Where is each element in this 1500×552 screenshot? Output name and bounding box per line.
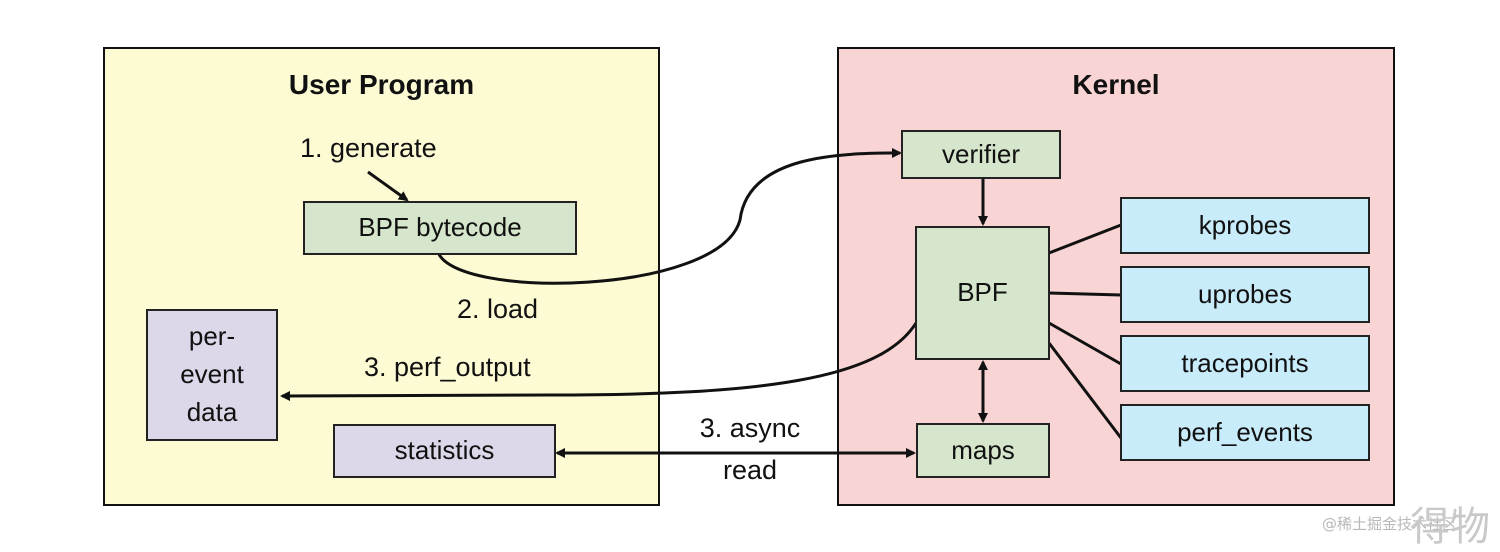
per-event-data-line-2: event xyxy=(180,359,244,390)
statistics-label: statistics xyxy=(394,435,495,466)
kprobes-label: kprobes xyxy=(1198,209,1292,240)
perf-events-label: perf_events xyxy=(1177,416,1313,447)
user-program-title: User Program xyxy=(288,69,475,100)
maps-box: maps xyxy=(916,423,1050,478)
generate-step-label: 1. generate xyxy=(300,133,437,163)
bpf-tracepoints-link xyxy=(1048,321,1122,366)
bpf-bytecode-label: BPF bytecode xyxy=(358,212,522,243)
bpf-perf-events-link xyxy=(1047,342,1123,439)
async-read-step-label-line-1: 3. async xyxy=(699,413,801,443)
load-arrow xyxy=(436,148,902,285)
load-step-label: 2. load xyxy=(457,294,539,324)
bpf-label: BPF xyxy=(957,277,1008,308)
watermark-overlay: 得物 xyxy=(1410,504,1490,550)
async-read-step-label-line-2: read xyxy=(722,455,778,485)
verifier-box: verifier xyxy=(901,130,1061,179)
bpf-kprobes-link xyxy=(1048,223,1122,255)
bpf-box: BPF xyxy=(915,226,1050,360)
perf-output-arrow xyxy=(280,322,918,401)
kprobes-box: kprobes xyxy=(1120,197,1370,254)
uprobes-label: uprobes xyxy=(1198,278,1292,309)
perf-events-box: perf_events xyxy=(1120,404,1370,461)
maps-label: maps xyxy=(951,434,1015,465)
watermark-text: @稀土掘金技术社区 xyxy=(1322,515,1458,533)
bpf-bytecode-box: BPF bytecode xyxy=(303,201,577,255)
verifier-label: verifier xyxy=(941,138,1020,169)
tracepoints-box: tracepoints xyxy=(1120,335,1370,392)
generate-arrow xyxy=(367,170,409,202)
statistics-box: statistics xyxy=(333,424,556,478)
tracepoints-label: tracepoints xyxy=(1181,347,1309,378)
per-event-data-box: per- event data xyxy=(146,309,278,441)
uprobes-box: uprobes xyxy=(1120,266,1370,323)
bpf-uprobes-link xyxy=(1048,291,1122,297)
kernel-title: Kernel xyxy=(1072,69,1160,100)
perf-output-step-label: 3. perf_output xyxy=(364,352,531,382)
per-event-data-line-1: per- xyxy=(188,321,236,352)
per-event-data-line-3: data xyxy=(186,396,238,427)
